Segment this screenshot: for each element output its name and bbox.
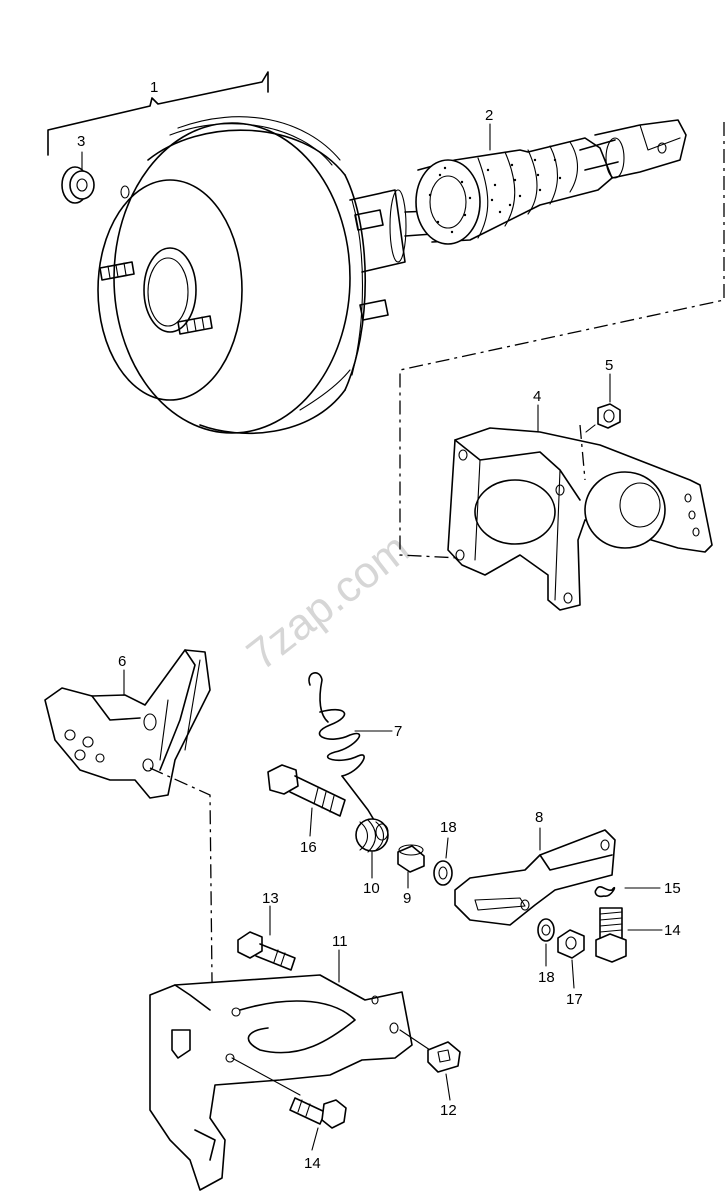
washer-18-top[interactable] xyxy=(433,860,453,886)
callout-1: 1 xyxy=(150,79,158,96)
mounting-bracket-11[interactable] xyxy=(149,974,431,1191)
bolt-16[interactable] xyxy=(267,764,346,817)
callout-15: 15 xyxy=(664,880,681,897)
callout-7: 7 xyxy=(394,723,402,740)
callout-14-lower: 14 xyxy=(304,1155,321,1172)
grommet[interactable] xyxy=(61,166,95,204)
assembly-line-4 xyxy=(399,122,725,559)
clip-15[interactable] xyxy=(594,886,616,898)
group-bracket-1 xyxy=(47,71,269,156)
callout-17: 17 xyxy=(566,991,583,1008)
callout-13: 13 xyxy=(262,890,279,907)
leader-lines xyxy=(81,123,663,1151)
callout-labels: 1 2 3 4 5 6 7 8 9 10 11 12 13 14 14 15 1… xyxy=(77,79,681,1172)
callout-5: 5 xyxy=(605,357,613,374)
mounting-bracket[interactable] xyxy=(447,424,713,611)
callout-10: 10 xyxy=(363,880,380,897)
bolt-13[interactable] xyxy=(237,931,296,971)
callout-3: 3 xyxy=(77,133,85,150)
spacer-9[interactable] xyxy=(397,844,425,873)
callout-9: 9 xyxy=(403,890,411,907)
callout-12: 12 xyxy=(440,1102,457,1119)
brake-booster[interactable] xyxy=(97,116,461,435)
nut-5[interactable] xyxy=(585,403,621,433)
callout-8: 8 xyxy=(535,809,543,826)
bolt-14-right[interactable] xyxy=(595,907,627,963)
pedal-bracket[interactable] xyxy=(44,649,211,799)
bolt-14-lower[interactable] xyxy=(289,1097,347,1129)
callout-18-bottom: 18 xyxy=(538,969,555,986)
nut-17[interactable] xyxy=(557,929,585,959)
bushing-10[interactable] xyxy=(355,818,389,853)
callout-14-right: 14 xyxy=(664,922,681,939)
callout-16: 16 xyxy=(300,839,317,856)
link-plate[interactable] xyxy=(454,829,616,926)
callout-18-top: 18 xyxy=(440,819,457,836)
callout-4: 4 xyxy=(533,388,541,405)
callout-2: 2 xyxy=(485,107,493,124)
cage-nut-12[interactable] xyxy=(427,1041,461,1073)
callout-6: 6 xyxy=(118,653,126,670)
washer-18-bottom[interactable] xyxy=(537,918,555,942)
pushrod-boot[interactable] xyxy=(415,119,687,245)
callout-11: 11 xyxy=(332,933,348,950)
watermark: 7zap.com xyxy=(238,524,418,680)
